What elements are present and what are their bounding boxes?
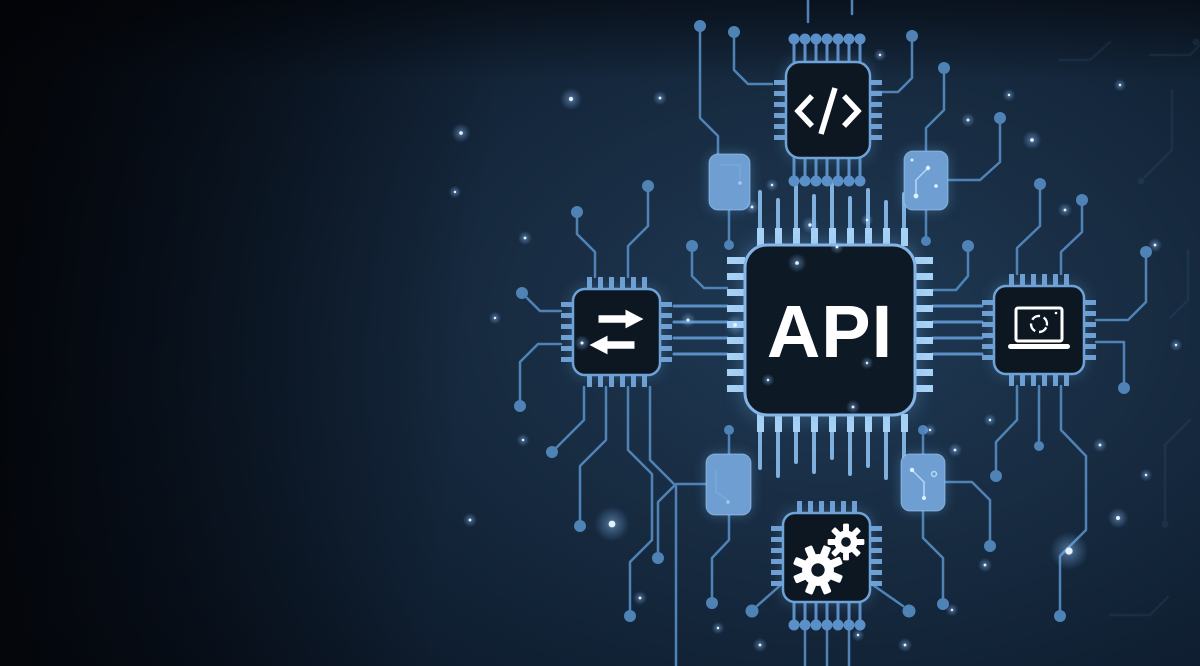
- code-chip: [774, 32, 882, 188]
- monitor-sync-icon: [1008, 306, 1070, 349]
- background-circuitry: [1058, 38, 1200, 617]
- component-blocks: [705, 150, 949, 516]
- browser-sync-chip: [982, 274, 1096, 386]
- component-block: [708, 153, 751, 211]
- code-icon: [794, 87, 862, 135]
- settings-chip: [771, 501, 882, 632]
- data-exchange-chip: [561, 277, 672, 387]
- api-chip: API: [727, 228, 933, 432]
- circuit-traces: [514, 0, 1152, 666]
- component-block: [900, 453, 946, 512]
- api-label: API: [767, 290, 893, 373]
- component-block: [705, 453, 752, 516]
- component-block: [903, 150, 949, 211]
